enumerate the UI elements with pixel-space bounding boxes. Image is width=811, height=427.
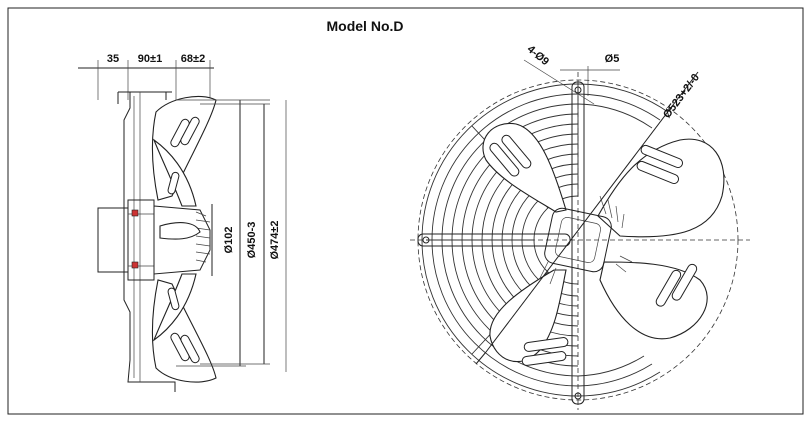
dim-d474: Ø474±2 [269,220,281,259]
front-blade-right-top [597,138,725,238]
bolt-label: Ø5 [605,53,620,65]
dim-90: 90±1 [138,53,162,65]
dim-d450: Ø450-3 [246,222,258,259]
dim-35: 35 [107,53,119,65]
hub-square [544,207,612,273]
drawing-title: Model No.D [326,18,404,34]
vertical-mount-bar [571,81,585,405]
circle-label: Ø523+2/-0 [661,72,702,121]
page-border [7,7,804,415]
diameter-leader [485,71,699,353]
dim-68: 68±2 [181,53,205,65]
dim-d102: Ø102 [223,227,235,254]
side-view: 35 90±1 68±2 [78,53,287,392]
front-blade-bottom [489,269,567,363]
horizontal-mount-bar [417,233,571,247]
hole-label: 4-Ø9 [525,43,551,68]
front-view: 4-Ø9 Ø5 Ø523+2/-0 [410,43,750,410]
